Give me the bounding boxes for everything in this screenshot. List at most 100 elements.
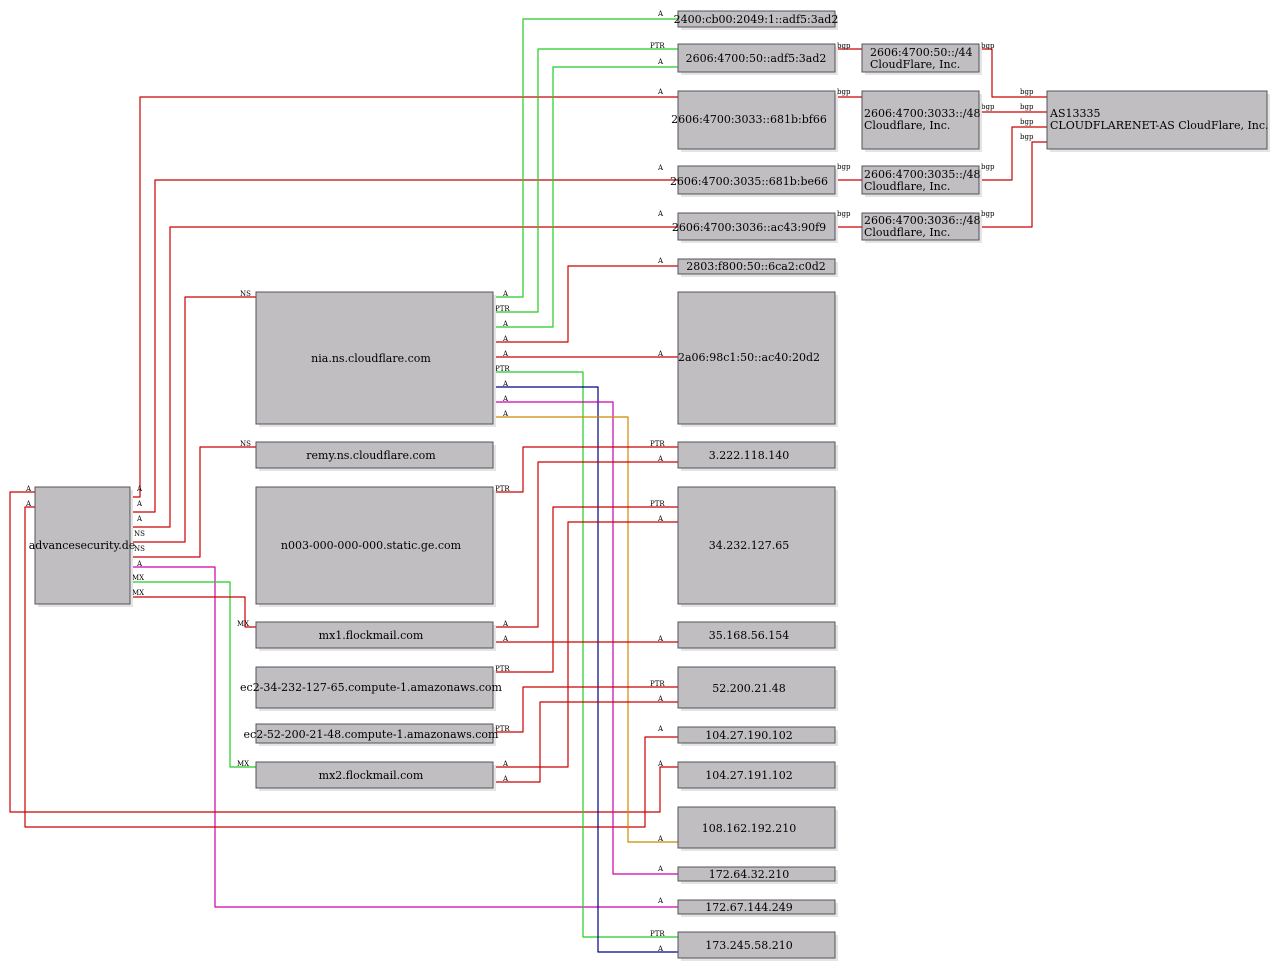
node-asn-line1: AS13335 (1049, 107, 1100, 120)
node-ip-108[interactable]: 108.162.192.210 (677, 806, 838, 851)
node-nia[interactable]: nia.ns.cloudflare.com (255, 291, 496, 427)
edge-label-173-ptr: PTR (650, 930, 665, 938)
edge-nia-a-2606 (493, 66, 678, 328)
edge-label-nia-a-1: A (502, 290, 509, 298)
node-ip-52-200[interactable]: 52.200.21.48 (677, 666, 838, 711)
edge-as-mx-mx2 (130, 581, 256, 768)
node-ip-3035-label: 2606:4700:3035::681b:be66 (670, 175, 828, 188)
edge-label-nia-ptr: PTR (495, 305, 510, 313)
node-mx2[interactable]: mx2.flockmail.com (255, 761, 496, 791)
node-ip-34-232[interactable]: 34.232.127.65 (677, 486, 838, 607)
edge-label-34-232-a: A (657, 515, 664, 523)
node-prefix-3036-line2: Cloudflare, Inc. (864, 226, 950, 239)
node-ip-2803-label: 2803:f800:50::6ca2:c0d2 (686, 260, 826, 273)
node-ip-3-222-label: 3.222.118.140 (709, 449, 789, 462)
node-ip-104-190[interactable]: 104.27.190.102 (677, 726, 838, 746)
node-ip-3033-label: 2606:4700:3033::681b:bf66 (671, 113, 827, 126)
node-n003[interactable]: n003-000-000-000.static.ge.com (255, 486, 496, 607)
nodes-layer: advancesecurity.de nia.ns.cloudflare.com… (29, 10, 1270, 961)
node-ip-172-67[interactable]: 172.67.144.249 (677, 899, 838, 917)
node-prefix-50-44-line1: 2606:4700:50::/44 (870, 46, 973, 59)
node-prefix-3036[interactable]: 2606:4700:3036::/48 Cloudflare, Inc. (861, 212, 982, 243)
edge-as-a-3036 (130, 226, 678, 528)
node-ip-3036-label: 2606:4700:3036::ac43:90f9 (672, 221, 826, 234)
edge-label-as-a-4: A (136, 560, 143, 568)
node-nia-label: nia.ns.cloudflare.com (311, 352, 431, 365)
node-advancesecurity-label: advancesecurity.de (29, 539, 136, 552)
node-ip-173[interactable]: 173.245.58.210 (677, 931, 838, 961)
node-remy[interactable]: remy.ns.cloudflare.com (255, 441, 496, 471)
node-prefix-3036-line1: 2606:4700:3036::/48 (864, 214, 981, 227)
node-ip-3035[interactable]: 2606:4700:3035::681b:be66 (670, 165, 838, 197)
node-ip-104-191[interactable]: 104.27.191.102 (677, 761, 838, 791)
edge-as-ns-remy (130, 446, 256, 558)
node-ip-3036[interactable]: 2606:4700:3036::ac43:90f9 (672, 212, 838, 243)
node-ip-2606-50[interactable]: 2606:4700:50::adf5:3ad2 (677, 43, 838, 75)
node-n003-label: n003-000-000-000.static.ge.com (281, 539, 462, 552)
node-prefix-3033-line2: Cloudflare, Inc. (864, 119, 950, 132)
edge-nia-a-108 (493, 416, 678, 843)
edge-label-as-ns-1: NS (134, 530, 145, 538)
edge-as-a-172-67 (130, 566, 678, 908)
node-ip-35-168[interactable]: 35.168.56.154 (677, 621, 838, 651)
edge-label-3033-a: A (657, 88, 664, 96)
edge-label-bgp-12: bgp (1020, 133, 1034, 141)
node-ip-172-64[interactable]: 172.64.32.210 (677, 866, 838, 884)
node-ip-3-222[interactable]: 3.222.118.140 (677, 441, 838, 471)
node-advancesecurity[interactable]: advancesecurity.de (29, 486, 136, 607)
edge-label-as-mx-2: MX (132, 589, 144, 597)
node-ip-2a06-label: 2a06:98c1:50::ac40:20d2 (678, 351, 820, 364)
edge-label-52-200-ptr: PTR (650, 680, 665, 688)
node-asn[interactable]: AS13335 CLOUDFLARENET-AS CloudFlare, Inc… (1046, 90, 1270, 152)
edge-mx2-a-34-232 (493, 521, 678, 768)
edge-label-as-mx-1: MX (132, 574, 144, 582)
edge-label-mx1-a-2: A (502, 635, 509, 643)
node-ip-173-label: 173.245.58.210 (705, 939, 792, 952)
edge-label-mx2-a-1: A (502, 760, 509, 768)
edge-label-as-a-1: A (136, 485, 143, 493)
node-ip-2400[interactable]: 2400:cb00:2049:1::adf5:3ad2 (674, 10, 839, 30)
edge-nia-ptr-2606 (493, 48, 678, 313)
node-ip-52-200-label: 52.200.21.48 (712, 682, 785, 695)
node-ip-2803[interactable]: 2803:f800:50::6ca2:c0d2 (677, 258, 838, 277)
node-ip-2400-label: 2400:cb00:2049:1::adf5:3ad2 (674, 13, 839, 26)
edge-nia-a-2400 (493, 18, 678, 298)
node-prefix-50-44[interactable]: 2606:4700:50::/44 CloudFlare, Inc. (861, 43, 982, 75)
edge-label-as-a-3: A (136, 515, 143, 523)
edge-label-nia-a-5: A (502, 380, 509, 388)
edge-label-104-190-a: A (657, 725, 664, 733)
node-ip-3033[interactable]: 2606:4700:3033::681b:bf66 (671, 90, 838, 152)
edge-label-ec2-34-ptr: PTR (495, 665, 510, 673)
edge-label-bgp-3: bgp (837, 163, 851, 171)
edge-label-nia-a-6: A (502, 395, 509, 403)
edge-label-bgp-10: bgp (1020, 118, 1034, 126)
node-remy-label: remy.ns.cloudflare.com (306, 449, 436, 462)
node-mx1[interactable]: mx1.flockmail.com (255, 621, 496, 651)
edge-label-mx1-a-1: A (502, 620, 509, 628)
edge-label-bgp-4: bgp (837, 210, 851, 218)
edge-label-bgp-2: bgp (837, 88, 851, 96)
node-prefix-50-44-line2: CloudFlare, Inc. (870, 58, 960, 71)
edge-label-as-ns-2: NS (134, 545, 145, 553)
node-prefix-3035[interactable]: 2606:4700:3035::/48 Cloudflare, Inc. (861, 165, 982, 197)
node-ec2-34[interactable]: ec2-34-232-127-65.compute-1.amazonaws.co… (240, 666, 503, 711)
node-ec2-52[interactable]: ec2-52-200-21-48.compute-1.amazonaws.com (244, 723, 499, 746)
edge-label-bgp-9: bgp (981, 163, 995, 171)
edge-label-ec2-52-ptr: PTR (495, 725, 510, 733)
edge-label-3-222-ptr: PTR (650, 440, 665, 448)
node-ip-2a06[interactable]: 2a06:98c1:50::ac40:20d2 (677, 291, 838, 427)
edge-label-3-222-a: A (657, 455, 664, 463)
edge-nia-ptr-173 (493, 371, 678, 938)
node-ip-104-191-label: 104.27.191.102 (705, 769, 792, 782)
edge-label-as-a-5: A (25, 485, 32, 493)
edge-label-108-a: A (657, 835, 664, 843)
edge-label-2a06-a: A (657, 350, 664, 358)
node-prefix-3033[interactable]: 2606:4700:3033::/48 Cloudflare, Inc. (861, 90, 982, 152)
node-prefix-3033-line1: 2606:4700:3033::/48 (864, 107, 981, 120)
edge-nia-a-172-64 (493, 401, 678, 875)
edge-label-2606-ptr: PTR (650, 42, 665, 50)
edge-as-ns-nia (130, 296, 256, 543)
edge-label-2803-a: A (657, 257, 664, 265)
edge-label-nia-ptr-2: PTR (495, 365, 510, 373)
